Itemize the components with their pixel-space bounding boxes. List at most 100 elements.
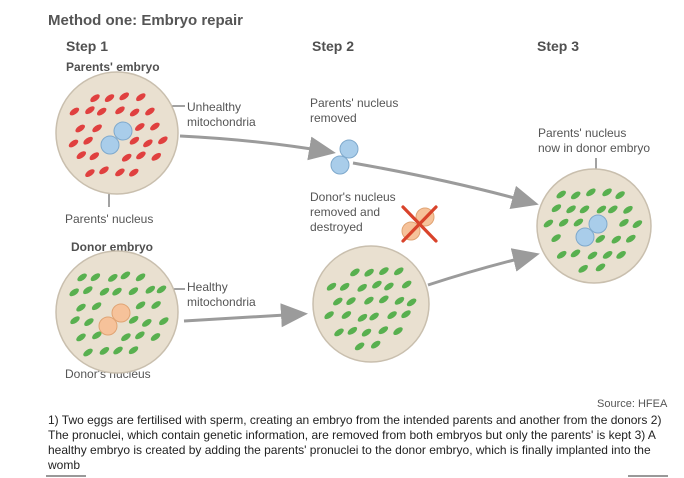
mitochondrion [75,124,85,133]
step-3-nucleus-b [575,227,595,247]
removed-parents-nucleus-a [339,139,359,159]
mitochondrion [120,271,131,280]
removed-parents-nucleus-b [330,155,350,175]
mitochondrion [387,311,397,320]
arrow-parent-nucleus-removed [179,134,336,161]
mitochondrion [357,283,367,292]
mitochondrion [566,205,576,214]
unhealthy-mitochondria-label: Unhealthy mitochondria [187,100,256,129]
caption-text: 1) Two eggs are fertilised with sperm, c… [48,413,662,472]
mitochondrion [616,250,626,259]
mitochondrion [615,191,625,200]
mitochondrion [128,315,139,324]
mitochondrion [346,297,356,306]
mitochondrion [578,264,588,273]
mitochondrion [372,280,382,289]
mitochondrion [573,218,584,227]
mitochondrion [70,316,80,325]
mitochondrion [85,169,95,178]
mitochondrion [77,273,87,282]
mitochondrion [364,296,374,305]
mitochondrion [119,92,129,101]
mitochondrion [99,287,110,296]
mitochondrion [129,168,139,177]
mitochondrion [326,282,337,291]
arrow-step-2-to-step-3 [427,248,540,287]
mitochondrion [143,139,153,148]
mitochondrion [69,288,79,297]
destroyed-cross-icon [401,205,438,243]
mitochondrion [579,205,590,214]
mitochondrion [112,287,122,296]
mitochondrion [586,188,596,197]
parents-embryo-label: Parents' embryo [66,60,160,74]
arrow-to-step-3 [352,161,539,209]
mitochondrion [570,249,581,258]
mitochondrion [543,219,554,228]
mitochondrion [156,285,167,294]
mitochondrion [104,94,115,103]
nucleus-in-donor-label: Parents' nucleus now in donor embryo [538,126,651,155]
mitochondrion [128,287,139,296]
mitochondrion [334,328,344,337]
mitochondrion [108,273,118,282]
mitochondrion [595,234,606,243]
donors-nucleus-destroyed-label: Donor's nucleus removed and destroyed [310,190,396,234]
mitochondrion [135,301,146,310]
mitochondrion [136,151,146,160]
mitochondrion [121,153,132,162]
step-1-heading: Step 1 [66,38,109,54]
mitochondrion [142,318,152,327]
donor-embryo-label: Donor embryo [71,240,154,254]
mitochondrion [611,235,622,244]
mitochondrion [76,333,86,342]
mitochondrion [76,151,87,160]
step-2-heading: Step 2 [312,38,355,54]
mitochondrion [92,124,102,133]
mitochondrion [354,342,365,351]
mitochondrion [378,326,389,335]
mitochondrion [150,333,161,341]
mitochondrion [595,263,606,272]
mitochondrion [626,234,636,243]
mitochondrion [379,267,389,276]
mitochondrion [89,152,100,161]
mitochondrion [556,250,567,259]
mitochondrion [150,122,160,131]
mitochondrion [91,302,102,311]
parents-nucleus-removed-label: Parents' nucleus removed [310,96,399,125]
mitochondrion [83,286,93,295]
mitochondrion [556,190,566,199]
mitochondrion [369,312,379,321]
mitochondrion [596,205,607,214]
mitochondrion [145,285,156,294]
mitochondrion [602,188,612,197]
mitochondrion [135,123,145,131]
mitochondrion [361,328,372,337]
mitochondrion [115,106,125,115]
source-label: Source: HFEA [597,398,668,410]
mitochondrion [394,296,405,305]
mitochondrion [92,331,102,340]
mitochondrion [96,107,107,116]
mitochondrion [364,268,374,277]
mitochondrion [121,333,131,342]
parents-nucleus-a [113,121,133,141]
parents-nucleus-b [100,135,120,155]
diagram-title: Method one: Embryo repair [48,12,244,29]
mitochondrion [379,295,389,304]
mitochondrion [158,136,168,145]
mitochondrion [570,191,581,200]
mitochondrion [384,282,394,291]
mitochondrion [69,107,80,116]
step-3-heading: Step 3 [537,38,580,54]
mitochondrion [602,250,613,259]
mitochondrion [129,108,140,117]
mitochondrion [115,168,125,177]
arrow-donor-to-step-2 [183,303,308,328]
step-3-nucleus-a [588,214,608,234]
mitochondrion [551,234,561,243]
mitochondrion [113,346,123,355]
mitochondrion [393,327,403,336]
